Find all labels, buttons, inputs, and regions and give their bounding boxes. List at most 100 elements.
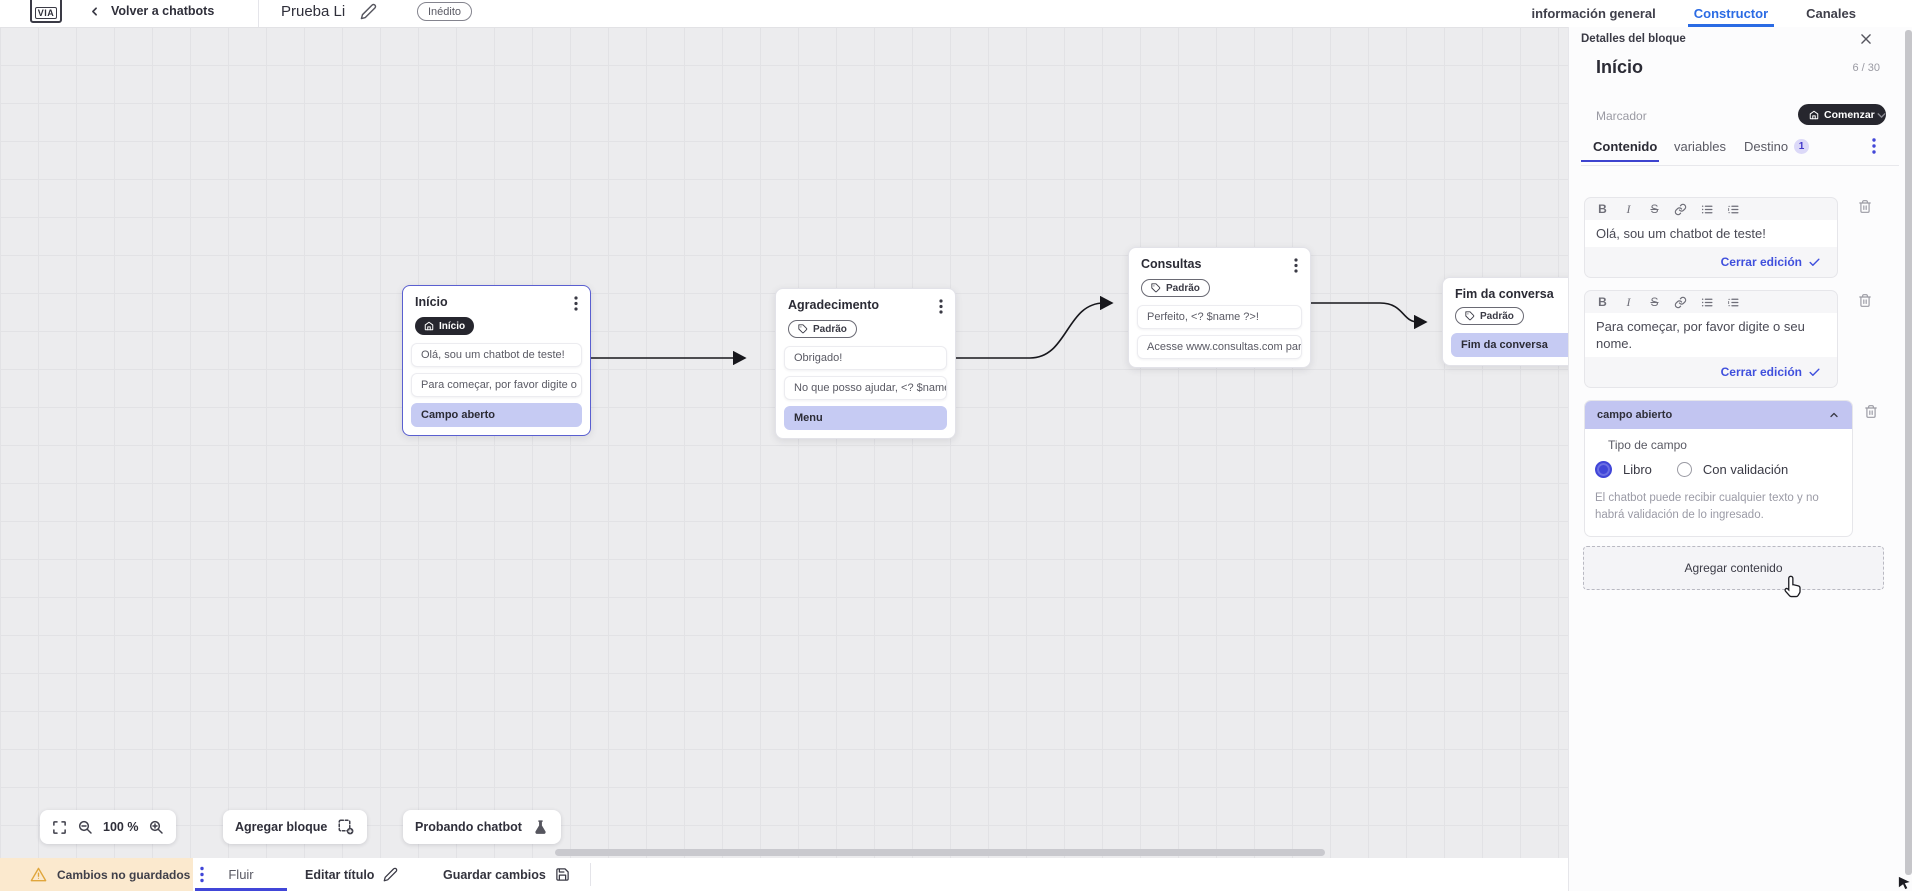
strikethrough-icon[interactable]: S xyxy=(1650,295,1659,309)
zoom-controls: 100 % xyxy=(40,810,177,844)
bottombar-divider xyxy=(590,863,591,886)
node-content-item[interactable]: Perfeito, <? $name ?>! xyxy=(1137,305,1302,329)
node-default-badge: Padrão xyxy=(788,320,857,338)
italic-icon[interactable]: I xyxy=(1626,294,1631,309)
node-content-item[interactable]: Acesse www.consultas.com par... xyxy=(1137,335,1302,359)
strikethrough-icon[interactable]: S xyxy=(1650,202,1659,216)
link-icon[interactable] xyxy=(1674,296,1687,309)
save-changes-label: Guardar cambios xyxy=(443,867,546,882)
radio-libro-label: Libro xyxy=(1623,462,1652,477)
test-chatbot-label: Probando chatbot xyxy=(415,820,522,834)
node-menu-dots-icon[interactable] xyxy=(1294,258,1298,273)
block-name: Início xyxy=(1596,57,1644,77)
panel-vertical-scrollbar[interactable] xyxy=(1905,30,1912,875)
message-text-input[interactable]: Para começar, por favor digite o seu nom… xyxy=(1585,313,1837,357)
node-consultas[interactable]: Consultas Padrão Perfeito, <? $name ?>! … xyxy=(1128,247,1311,368)
node-content-item[interactable]: Para começar, por favor digite o ... xyxy=(411,373,582,397)
flow-canvas[interactable]: Início Início Olá, sou um chatbot de tes… xyxy=(0,27,1568,858)
topbar-divider xyxy=(258,0,259,27)
edit-title-button[interactable]: Editar título xyxy=(305,858,398,891)
edit-chatbot-title-pencil-icon[interactable] xyxy=(360,3,377,20)
tab-informacion-general[interactable]: información general xyxy=(1531,6,1656,21)
node-badge-label: Padrão xyxy=(1166,282,1200,294)
panel-menu-dots-icon[interactable] xyxy=(1872,138,1876,154)
zoom-in-icon[interactable] xyxy=(148,819,164,835)
test-chatbot-button[interactable]: Probando chatbot xyxy=(403,810,561,844)
italic-icon[interactable]: I xyxy=(1626,201,1631,216)
node-content-item-open-field[interactable]: Campo aberto xyxy=(411,403,582,427)
marker-label: Marcador xyxy=(1596,109,1647,123)
open-field-header[interactable]: campo abierto xyxy=(1585,401,1852,429)
fullscreen-icon[interactable] xyxy=(52,820,67,835)
node-fim-da-conversa[interactable]: Fim da conversa Padrão Fim da conversa xyxy=(1442,277,1568,366)
panel-tab-destino-label: Destino xyxy=(1744,139,1789,154)
unsaved-changes-label: Cambios no guardados xyxy=(57,867,191,882)
marker-value-button[interactable]: Comenzar xyxy=(1798,104,1886,125)
close-icon[interactable] xyxy=(1859,32,1873,46)
main-tabs: información general Constructor Canales xyxy=(1525,0,1862,27)
back-label: Volver a chatbots xyxy=(111,4,215,18)
zoom-out-icon[interactable] xyxy=(77,819,93,835)
tab-constructor[interactable]: Constructor xyxy=(1687,0,1775,27)
chatbot-title: Prueba Li xyxy=(281,3,346,20)
richtext-toolbar: B I S xyxy=(1585,198,1837,220)
delete-message-1-trash-icon[interactable] xyxy=(1858,199,1872,214)
edge-consultas-to-fim xyxy=(1311,302,1428,330)
node-badge-label: Padrão xyxy=(813,323,847,335)
close-edit-button[interactable]: Cerrar edición xyxy=(1720,365,1802,379)
bullet-list-icon[interactable] xyxy=(1700,296,1713,309)
save-changes-button[interactable]: Guardar cambios xyxy=(443,858,570,891)
destino-count-badge: 1 xyxy=(1794,139,1810,154)
node-agradecimento[interactable]: Agradecimento Padrão Obrigado! No que po… xyxy=(775,288,956,439)
open-field-section: campo abierto Tipo de campo Libro Con va… xyxy=(1584,400,1853,537)
message-editor-2: B I S Para começar, por favor digite o s… xyxy=(1584,290,1838,388)
radio-libro[interactable] xyxy=(1595,461,1612,478)
edge-agradecimento-to-consultas xyxy=(956,295,1114,359)
bullet-list-icon[interactable] xyxy=(1700,203,1713,216)
chevron-down-icon[interactable] xyxy=(1875,109,1888,122)
message-text-input[interactable]: Olá, sou um chatbot de teste! xyxy=(1585,220,1837,247)
chevron-left-icon xyxy=(88,5,101,18)
close-edit-button[interactable]: Cerrar edición xyxy=(1720,255,1802,269)
node-inicio[interactable]: Início Início Olá, sou um chatbot de tes… xyxy=(402,285,591,436)
ordered-list-icon[interactable] xyxy=(1726,296,1739,309)
link-icon[interactable] xyxy=(1674,203,1687,216)
panel-tab-variables[interactable]: variables xyxy=(1674,139,1727,154)
marker-value: Comenzar xyxy=(1824,108,1875,121)
radio-con-validacion[interactable] xyxy=(1676,462,1692,477)
zoom-level: 100 % xyxy=(103,820,139,834)
field-type-description: El chatbot puede recibir cualquier texto… xyxy=(1595,492,1819,521)
add-block-icon xyxy=(337,818,355,836)
delete-open-field-trash-icon[interactable] xyxy=(1864,404,1878,419)
node-content-item-menu[interactable]: Menu xyxy=(784,406,947,430)
delete-message-2-trash-icon[interactable] xyxy=(1858,293,1872,308)
app-logo-text: VIA xyxy=(34,7,58,19)
flow-menu-dots-icon[interactable] xyxy=(200,866,204,883)
active-tab-underline xyxy=(1581,160,1659,162)
canvas-horizontal-scrollbar[interactable] xyxy=(555,849,1325,856)
ordered-list-icon[interactable] xyxy=(1726,203,1739,216)
node-content-item-end[interactable]: Fim da conversa xyxy=(1451,333,1568,357)
tab-canales[interactable]: Canales xyxy=(1806,6,1856,21)
node-menu-dots-icon[interactable] xyxy=(939,299,943,314)
panel-tab-contenido[interactable]: Contenido xyxy=(1593,139,1658,154)
node-content-item[interactable]: Olá, sou um chatbot de teste! xyxy=(411,343,582,367)
block-details-panel: Detalles del bloque Início 6 / 30 Marcad… xyxy=(1568,27,1912,891)
add-block-button[interactable]: Agregar bloque xyxy=(223,810,368,844)
block-counter: 6 / 30 xyxy=(1852,62,1880,74)
flow-edges xyxy=(591,295,1428,366)
node-content-item[interactable]: No que posso ajudar, <? $name ... xyxy=(784,376,947,400)
node-menu-dots-icon[interactable] xyxy=(574,296,578,311)
add-content-button[interactable]: Agregar contenido xyxy=(1583,546,1884,590)
node-title: Início xyxy=(415,295,448,309)
status-badge: Inédito xyxy=(417,2,473,21)
panel-tab-destino[interactable]: Destino 1 xyxy=(1744,139,1810,154)
check-icon xyxy=(1808,256,1821,269)
bold-icon[interactable]: B xyxy=(1598,202,1607,216)
tab-fluir[interactable]: Fluir xyxy=(195,858,287,891)
bold-icon[interactable]: B xyxy=(1598,295,1607,309)
node-content-item[interactable]: Obrigado! xyxy=(784,346,947,370)
tag-icon xyxy=(798,324,808,334)
back-to-chatbots-button[interactable]: Volver a chatbots xyxy=(88,4,214,18)
